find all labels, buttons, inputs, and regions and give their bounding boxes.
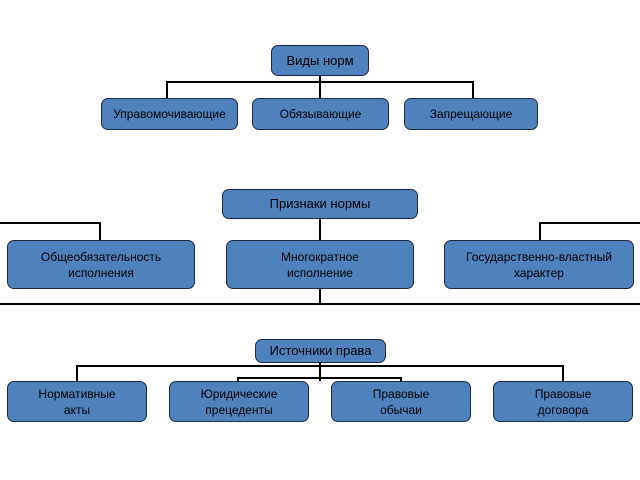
empowering-norms-box: Управомочивающие (101, 98, 238, 130)
general-obligation-label: Общеобязательность исполнения (40, 249, 162, 280)
state-authority-label: Государственно-властный характер (466, 249, 612, 280)
obliging-norms-label: Обязывающие (279, 107, 362, 121)
repeated-execution-box: Многократное исполнение (226, 240, 414, 289)
empowering-norms-label: Управомочивающие (113, 107, 226, 121)
norm-features-label: Признаки нормы (269, 196, 371, 211)
norm-features-box: Признаки нормы (222, 189, 418, 219)
legal-contracts-box: Правовые договора (493, 381, 633, 422)
repeated-execution-label: Многократное исполнение (281, 249, 359, 280)
prohibiting-norms-box: Запрещающие (404, 98, 538, 130)
sources-of-law-box: Источники права (255, 339, 386, 363)
types-of-norms-label: Виды норм (286, 52, 354, 68)
general-obligation-box: Общеобязательность исполнения (7, 240, 195, 289)
sources-of-law-label: Источники права (269, 343, 372, 358)
legal-customs-box: Правовые обычаи (331, 381, 471, 422)
legal-contracts-label: Правовые договора (534, 386, 592, 417)
prohibiting-norms-label: Запрещающие (429, 107, 513, 121)
state-authority-box: Государственно-властный характер (444, 240, 634, 289)
types-of-norms-box: Виды норм (271, 45, 369, 76)
obliging-norms-box: Обязывающие (252, 98, 389, 130)
normative-acts-label: Нормативные акты (38, 386, 116, 417)
legal-precedents-label: Юридические прецеденты (200, 386, 278, 417)
legal-customs-label: Правовые обычаи (372, 386, 430, 417)
legal-precedents-box: Юридические прецеденты (169, 381, 309, 422)
normative-acts-box: Нормативные акты (7, 381, 147, 422)
